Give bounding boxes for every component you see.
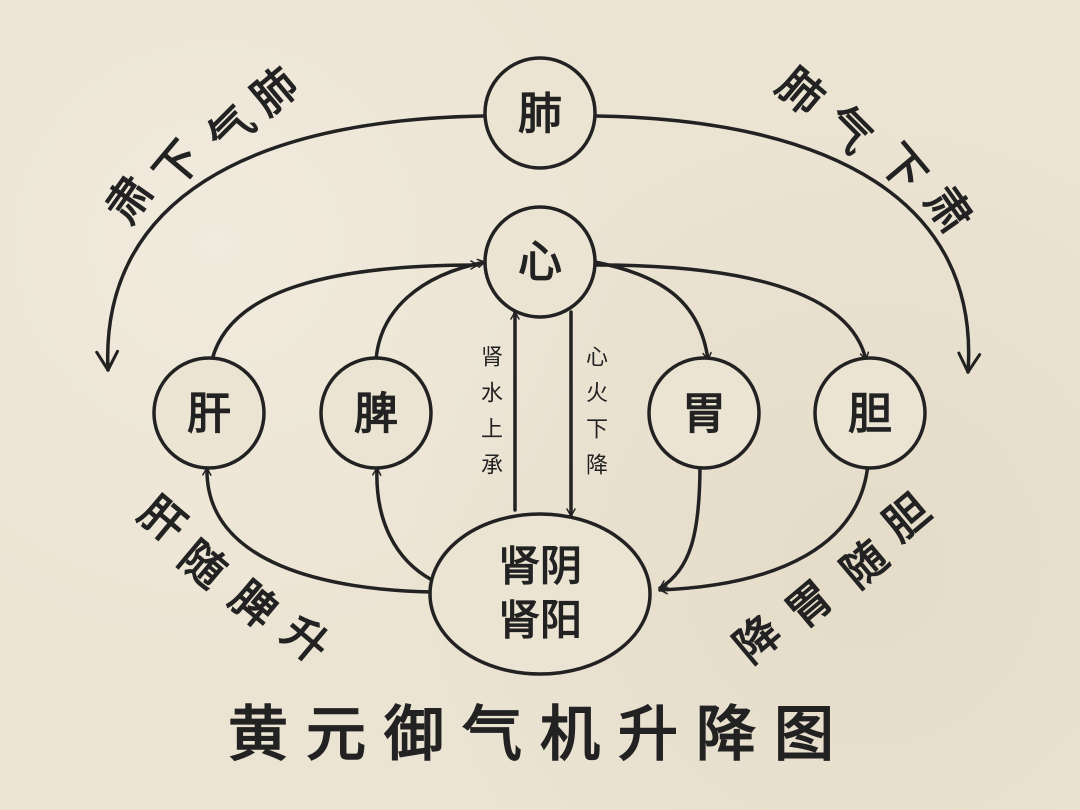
arrow-spleen-heart — [374, 258, 487, 362]
kidney-water-up-char: 承 — [481, 454, 503, 479]
node-heart — [483, 205, 597, 319]
label-heart: 心 — [518, 237, 562, 288]
kidney-water-up-char: 上 — [481, 418, 503, 443]
node-lung — [483, 56, 597, 170]
arrow-gall-kidney — [658, 462, 870, 595]
liver-rise-char: 升 — [272, 606, 338, 673]
arrow-kidney-spleen — [371, 466, 434, 582]
lung-descend-right-char: 肺 — [767, 58, 833, 125]
lung-descend-left-char: 肺 — [242, 58, 308, 125]
heart-fire-down-char: 火 — [586, 382, 608, 407]
arrow-kidney-liver — [202, 466, 434, 594]
node-stomach — [647, 356, 761, 470]
arrow-liver-heart — [210, 260, 480, 362]
gall-descend-char: 胆 — [874, 484, 940, 551]
label-kidney-yin: 肾阴 — [498, 542, 582, 591]
arrow-heart-stomach — [593, 260, 712, 362]
lung-descend-right-char: 肃 — [914, 177, 981, 242]
node-gallbladder — [813, 356, 927, 470]
heart-fire-down-char: 下 — [586, 418, 608, 443]
arrow-stomach-kidney — [658, 462, 702, 590]
arc-lung-left — [95, 114, 485, 372]
lung-descend-right-char: 下 — [868, 135, 935, 201]
label-gallbladder: 胆 — [848, 389, 892, 440]
label-kidney-yang: 肾阳 — [498, 596, 582, 645]
heart-fire-down-char: 心 — [586, 346, 608, 371]
node-spleen — [319, 356, 433, 470]
heart-fire-down-char: 降 — [586, 454, 608, 479]
kidney-water-up-char: 水 — [481, 382, 503, 407]
label-lung: 肺 — [518, 89, 562, 140]
lung-descend-left-char: 下 — [144, 132, 211, 198]
gall-descend-char: 降 — [725, 606, 791, 673]
liver-rise-char: 肝 — [129, 486, 195, 553]
label-liver: 肝 — [187, 389, 231, 440]
label-spleen: 脾 — [354, 389, 398, 440]
arrow-heart-gall — [595, 263, 870, 362]
gall-descend-char: 随 — [832, 531, 898, 598]
arc-lung-right — [595, 114, 982, 374]
liver-rise-char: 脾 — [220, 571, 286, 638]
node-kidney — [428, 512, 652, 676]
kidney-water-up-char: 肾 — [481, 346, 503, 371]
liver-rise-char: 随 — [169, 531, 235, 598]
node-liver — [152, 356, 266, 470]
gall-descend-char: 胃 — [777, 571, 843, 638]
diagram-title: 黄元御气机升降图 — [228, 700, 852, 770]
label-stomach: 胃 — [682, 389, 726, 440]
